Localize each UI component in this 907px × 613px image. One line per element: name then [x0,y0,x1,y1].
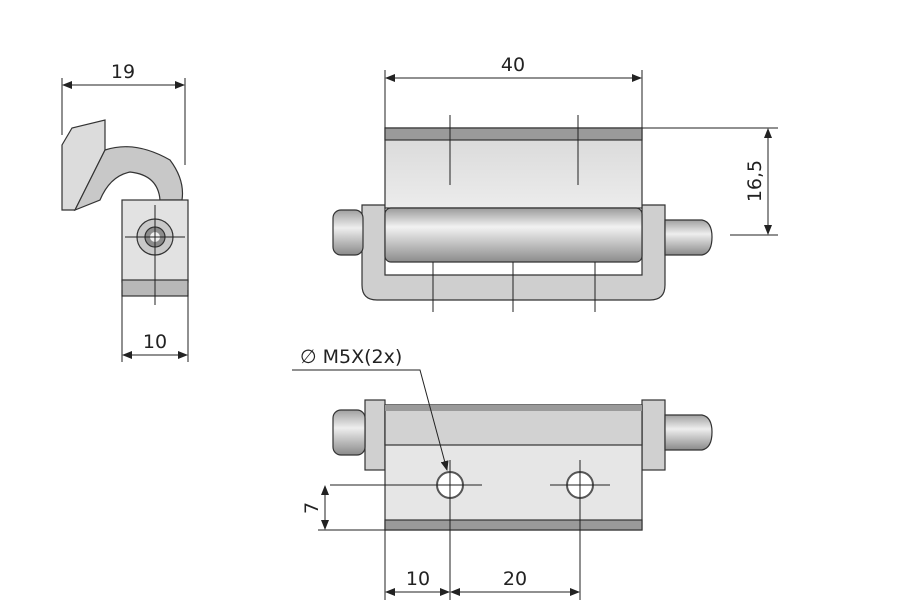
dimension-10-side: 10 [143,331,167,353]
plate-edge [384,127,643,141]
dimension-19: 19 [111,61,135,83]
roller [384,207,643,263]
right-pin [664,219,713,256]
top-edge [385,405,642,411]
dimension-7: 7 [301,502,323,514]
bottom-view: ∅ M5X(2x) 7 10 20 [292,346,713,600]
bracket-right [641,399,666,471]
plate [384,127,643,209]
left-knob [332,409,366,456]
hole-callout: ∅ M5X(2x) [300,346,402,368]
bracket-left [364,399,386,471]
right-pin [664,414,713,451]
left-knob [332,209,364,256]
hinge-band [384,404,643,446]
top-view: 40 16,5 [332,54,778,312]
leader-line [292,369,449,471]
dimension-40: 40 [501,54,525,76]
dimension-10-bottom: 10 [406,568,430,590]
dimension-16-5: 16,5 [744,160,766,202]
side-view: 19 10 [61,61,189,362]
bottom-edge [384,519,643,531]
dimension-20: 20 [503,568,527,590]
bracket [361,204,666,301]
